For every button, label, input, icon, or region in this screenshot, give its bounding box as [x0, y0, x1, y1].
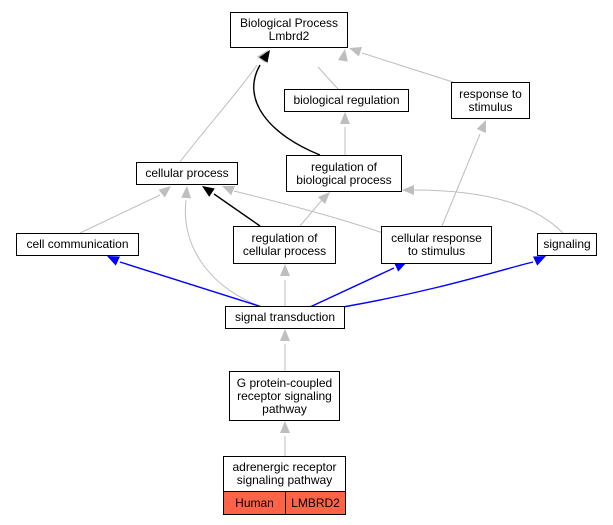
node-cell-communication[interactable]: cell communication	[16, 233, 139, 256]
annotation-species: Human	[223, 491, 286, 515]
edge-st-to-crs	[309, 262, 407, 308]
edge-st-to-regcp	[280, 264, 290, 306]
node-signal-transduction[interactable]: signal transduction	[225, 306, 345, 329]
edge-regcp-to-cp-arrowhead	[202, 186, 215, 197]
edge-st-to-sig	[342, 256, 546, 308]
edge-cp-to-bp	[179, 50, 268, 163]
edge-st-to-regcp-arrowhead	[280, 264, 290, 276]
edge-st-to-cc	[107, 256, 263, 308]
edge-cc-to-cp	[79, 186, 171, 234]
edge-regbp-to-breg	[340, 112, 350, 155]
node-regulation-of-biological-process[interactable]: regulation of biological process	[286, 155, 402, 192]
edge-st-to-sig-arrowhead	[533, 256, 546, 266]
edge-crs-to-resp-arrowhead	[476, 120, 486, 133]
edge-gpcr-to-st-arrowhead	[280, 329, 290, 341]
edge-adr-to-gpcr	[280, 421, 290, 456]
edge-st-to-crs-arrowhead	[394, 262, 407, 272]
edge-crs-to-resp	[441, 120, 486, 227]
edge-regcp-to-cp	[202, 186, 261, 227]
node-regulation-of-cellular-process[interactable]: regulation of cellular process	[233, 226, 336, 264]
node-response-to-stimulus[interactable]: response to stimulus	[451, 82, 530, 119]
node-cellular-response-to-stimulus[interactable]: cellular response to stimulus	[381, 226, 492, 264]
edge-regbp-to-bp-arrowhead	[259, 50, 270, 63]
edge-st-to-cc-arrowhead	[107, 256, 120, 266]
edge-crs-to-cp-arrowhead	[222, 186, 235, 196]
node-biological-process[interactable]: Biological Process Lmbrd2	[230, 12, 348, 48]
edge-resp-to-bp	[349, 46, 460, 85]
node-cellular-process[interactable]: cellular process	[136, 162, 238, 185]
edge-breg-to-bp	[317, 49, 348, 90]
edge-resp-to-bp-arrowhead	[349, 46, 362, 57]
node-biological-regulation[interactable]: biological regulation	[284, 89, 409, 112]
edge-st-to-cp	[181, 186, 261, 307]
edge-crs-to-cp	[222, 186, 384, 234]
node-gpcr-signaling-pathway[interactable]: G protein-coupled receptor signaling pat…	[229, 371, 340, 421]
node-adrenergic-receptor-signaling-pathway[interactable]: adrenergic receptor signaling pathway	[223, 456, 346, 492]
edge-breg-to-bp-arrowhead	[338, 49, 348, 62]
edge-sig-to-regbp	[402, 185, 564, 234]
edge-gpcr-to-st	[280, 329, 290, 371]
edge-st-to-cp-arrowhead	[181, 186, 192, 199]
node-signaling[interactable]: signaling	[537, 233, 597, 256]
edge-regcp-to-regbp	[299, 192, 330, 227]
edge-adr-to-gpcr-arrowhead	[280, 421, 290, 433]
edge-regbp-to-bp	[253, 50, 321, 156]
edge-cc-to-cp-arrowhead	[158, 186, 171, 198]
edge-sig-to-regbp-arrowhead	[402, 185, 414, 195]
annotation-gene: LMBRD2	[285, 491, 346, 515]
edge-regcp-to-regbp-arrowhead	[317, 192, 330, 205]
edge-regbp-to-breg-arrowhead	[340, 112, 350, 124]
